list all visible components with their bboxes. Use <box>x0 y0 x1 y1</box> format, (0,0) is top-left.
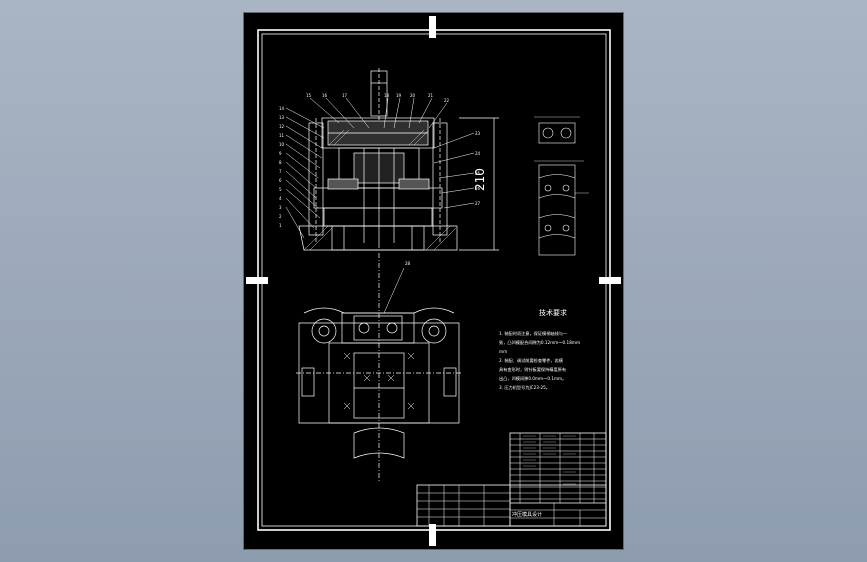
part-number: 11 <box>279 133 285 138</box>
strip-layout <box>534 116 589 256</box>
tech-requirement-line: mm <box>499 349 507 354</box>
tech-requirement-line: 3. 压力机型号为JC23-25。 <box>499 384 550 391</box>
tech-requirements-title: 技术要求 <box>539 308 567 317</box>
part-number: 6 <box>279 178 282 183</box>
part-number: 3 <box>279 205 282 210</box>
part-number: 23 <box>475 131 481 136</box>
title-block <box>416 484 607 527</box>
part-number: 27 <box>475 201 481 206</box>
part-number: 13 <box>279 115 285 120</box>
part-number: 28 <box>405 261 411 266</box>
technical-requirements: 技术要求 1. 装配时须注意，保证模柄轴线与一 致，凸凹模配合间隙为0.12mm… <box>499 308 580 391</box>
part-number: 21 <box>428 93 434 98</box>
cad-drawing-canvas[interactable]: 210 15 16 17 18 19 20 21 22 14 13 12 11 … <box>244 13 623 549</box>
part-number-labels: 15 16 17 18 19 20 21 22 14 13 12 11 10 9… <box>279 93 481 266</box>
part-number: 10 <box>279 142 285 147</box>
drawing-sheet[interactable]: 210 15 16 17 18 19 20 21 22 14 13 12 11 … <box>244 13 623 549</box>
center-mark-top <box>429 16 436 38</box>
part-number: 8 <box>279 160 282 165</box>
tech-requirement-line: 出凸，凹模间隙0.0mm～0.1mm。 <box>499 375 566 382</box>
dimension-label-210: 210 <box>473 168 487 191</box>
part-number: 1 <box>279 223 282 228</box>
part-number: 16 <box>322 93 328 98</box>
plan-view <box>296 253 462 483</box>
part-number: 7 <box>279 169 282 174</box>
parts-list <box>509 432 607 527</box>
part-number: 2 <box>279 214 282 219</box>
center-mark-bottom <box>429 524 436 546</box>
tech-requirement-line: 1. 装配时须注意，保证模柄轴线与一 <box>499 330 567 337</box>
inner-border <box>261 33 607 527</box>
part-number: 18 <box>384 93 390 98</box>
part-number: 17 <box>342 93 348 98</box>
part-number: 15 <box>306 93 312 98</box>
title-block-name: 冲压模具设计 <box>512 511 542 518</box>
tech-requirement-line: 致，凸凹模配合间隙为0.12mm～0.18mm <box>499 339 580 346</box>
part-number: 19 <box>396 93 402 98</box>
section-view <box>285 68 499 251</box>
center-mark-right <box>599 277 621 284</box>
center-mark-left <box>246 277 268 284</box>
part-number: 5 <box>279 187 282 192</box>
part-number: 4 <box>279 196 282 201</box>
part-number: 20 <box>410 93 416 98</box>
part-number: 24 <box>475 151 481 156</box>
part-number: 9 <box>279 151 282 156</box>
tech-requirement-line: 2. 装配、调试前要检查零件，若模 <box>499 357 564 364</box>
part-number: 12 <box>279 124 285 129</box>
part-number: 22 <box>444 98 450 103</box>
part-number: 26 <box>475 186 481 191</box>
outer-border <box>257 29 611 531</box>
part-number: 14 <box>279 106 285 111</box>
tech-requirement-line: 具有变形时，则针板要保持精度原有 <box>499 366 566 373</box>
part-number: 25 <box>475 171 481 176</box>
